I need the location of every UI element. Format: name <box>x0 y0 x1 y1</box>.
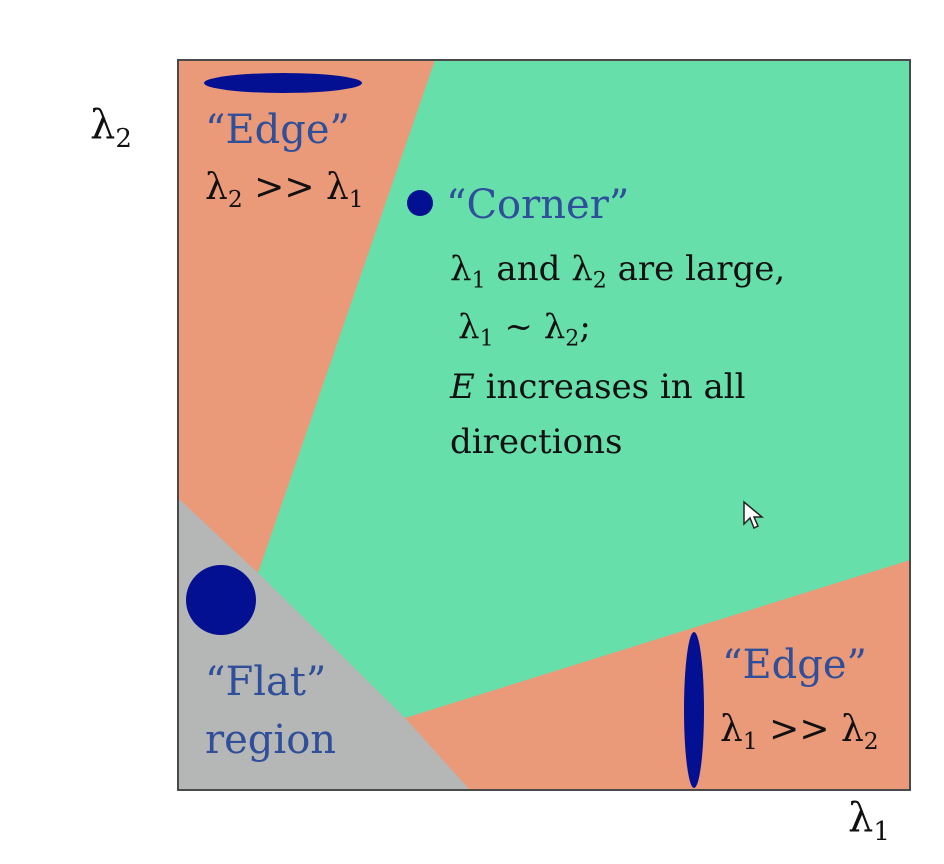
diagram-border <box>177 59 911 791</box>
large-circle-icon <box>186 565 256 635</box>
edge-right-condition: λ1 >> λ2 <box>720 709 879 756</box>
edge-right-title: “Edge” <box>722 642 867 688</box>
corner-line-4: directions <box>450 422 623 462</box>
corner-line-2: λ1 ~ λ2; <box>458 307 591 352</box>
small-circle-icon <box>407 190 433 216</box>
x-axis-label: λ1 <box>848 795 890 848</box>
corner-title: “Corner” <box>446 182 630 228</box>
y-axis-label: λ2 <box>90 102 132 155</box>
vertical-ellipse-icon <box>684 632 704 788</box>
edge-top-condition: λ2 >> λ1 <box>205 167 364 214</box>
horizontal-ellipse-icon <box>204 73 362 93</box>
mouse-cursor-icon <box>743 500 764 530</box>
flat-region <box>178 498 470 790</box>
corner-line-1: λ1 and λ2 are large, <box>450 249 786 294</box>
flat-title: “Flat” <box>205 659 327 705</box>
corner-region <box>258 60 910 718</box>
corner-line-3: E increases in all <box>450 367 746 407</box>
edge-top-title: “Edge” <box>205 107 350 153</box>
flat-subtitle: region <box>205 717 337 763</box>
